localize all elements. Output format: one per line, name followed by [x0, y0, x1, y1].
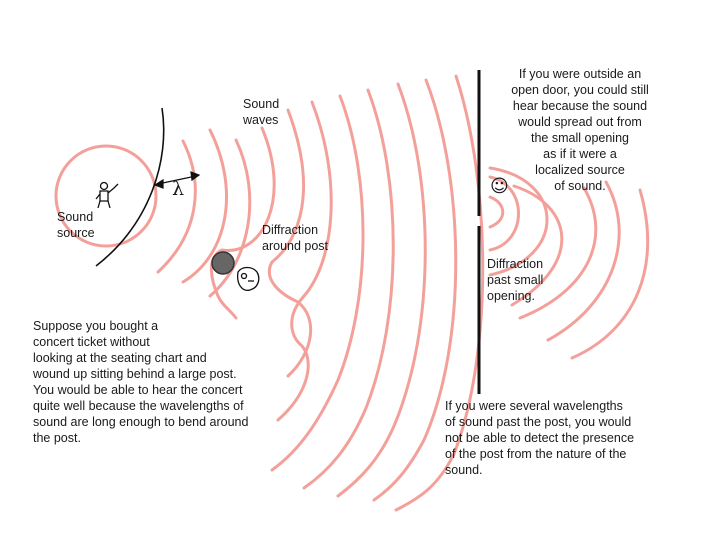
wavefront-1 — [156, 139, 197, 274]
wavefront-9 — [336, 82, 427, 498]
opening-wavefront-6 — [546, 180, 621, 342]
several-wavelengths-caption: If you were several wavelengths of sound… — [445, 399, 635, 477]
opening-wavefront-5 — [518, 186, 598, 320]
sound-waves-label: Sound waves — [243, 97, 280, 127]
opening-wavefront-1 — [488, 195, 505, 229]
wavefront-source-circle — [54, 144, 158, 248]
wavefront-line — [95, 107, 165, 267]
wavefront-10 — [372, 78, 458, 502]
opening-wavefront-7 — [570, 188, 650, 360]
sound-source-label: Sound source — [57, 210, 95, 240]
lambda-label: λ — [172, 178, 185, 200]
wavefront-6 — [276, 100, 333, 422]
wavefront-8 — [302, 88, 395, 490]
wavefront-11 — [394, 74, 485, 512]
sound-source-figure — [95, 181, 119, 209]
opening-wavefront-3 — [488, 166, 549, 277]
wavefront-5 — [268, 108, 313, 378]
wavefront-7 — [270, 94, 365, 472]
diffraction-opening-label: Diffraction past small opening. — [487, 257, 544, 303]
outside-door-caption: If you were outside an open door, you co… — [511, 67, 649, 193]
concert-ticket-caption: Suppose you bought a concert ticket with… — [33, 319, 249, 445]
wavelength-arrow — [153, 171, 201, 189]
opening-wavefront-2 — [488, 175, 520, 252]
post — [211, 251, 235, 275]
wavefront-2 — [181, 128, 228, 284]
wavefront-3 — [208, 138, 252, 298]
listener-behind-post — [237, 266, 260, 291]
opening-wavefront-4 — [510, 184, 564, 307]
listener-outside-icon: ☺ — [490, 176, 509, 197]
diffraction-post-label: Diffraction around post — [262, 223, 329, 253]
